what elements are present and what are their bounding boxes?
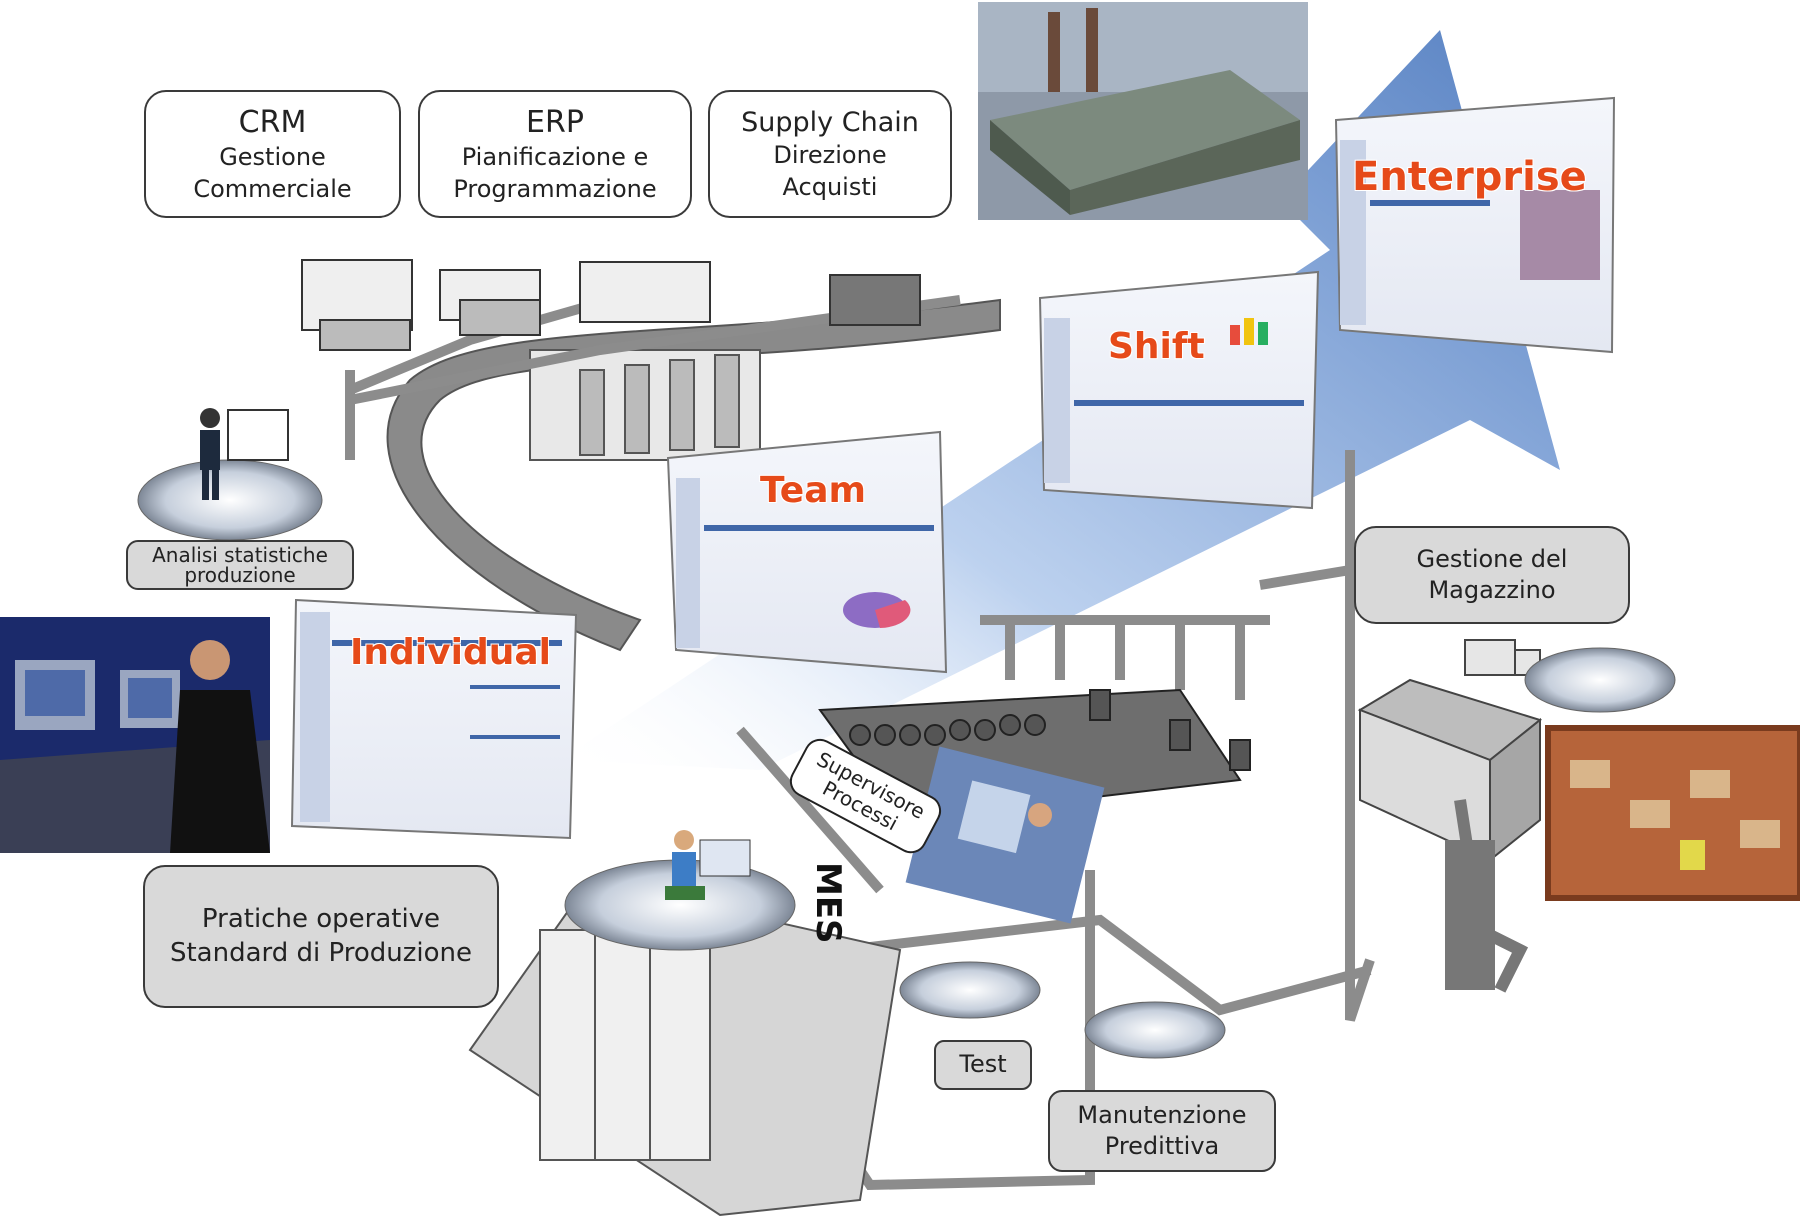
disc-analisi: [137, 459, 323, 541]
manutenzione-line2: Predittiva: [1104, 1132, 1220, 1160]
conveyor-belt: [386, 298, 1001, 652]
crm-title: CRM: [238, 105, 307, 141]
test-label: Test: [959, 1050, 1007, 1079]
manutenzione-box: Manutenzione Predittiva: [1048, 1090, 1276, 1172]
pratiche-box: Pratiche operative Standard di Produzion…: [143, 865, 499, 1008]
screen-title-enterprise: Enterprise: [1352, 154, 1587, 200]
erp-box: ERP Pianificazione e Programmazione: [418, 90, 692, 218]
magazzino-line1: Gestione del: [1416, 544, 1568, 573]
disc-magazzino: [1524, 647, 1676, 713]
supply-chain-box: Supply Chain Direzione Acquisti: [708, 90, 952, 218]
big-blue-arrow: [560, 30, 1560, 770]
supervisor-photo: [905, 746, 1105, 924]
analisi-line1: Analisi statistiche: [152, 543, 328, 567]
screen-individual: [290, 598, 578, 840]
rolling-machines: [818, 688, 1251, 822]
disc-manutenzione: [1084, 1001, 1226, 1059]
magazzino-box: Gestione del Magazzino: [1354, 526, 1630, 624]
screen-title-shift: Shift: [1108, 326, 1205, 367]
screen-title-individual: Individual: [350, 632, 551, 673]
erp-title: ERP: [526, 105, 584, 141]
screen-shift: [1038, 270, 1320, 510]
pratiche-line1: Pratiche operative: [201, 903, 441, 934]
analisi-line2: produzione: [184, 563, 296, 587]
control-room-photo: [0, 617, 270, 853]
pratiche-line2: Standard di Produzione: [169, 937, 473, 968]
warehouse-racks-photo: [1545, 725, 1800, 901]
supply-line2: Acquisti: [782, 172, 878, 201]
factory-picture: [978, 2, 1308, 220]
screen-team: [666, 430, 948, 674]
erp-line2: Programmazione: [453, 174, 657, 203]
crm-box: CRM Gestione Commerciale: [144, 90, 401, 218]
office-scenes: [301, 259, 921, 351]
screen-enterprise: [1334, 96, 1616, 354]
crm-line1: Gestione: [219, 143, 326, 172]
magazzino-line2: Magazzino: [1428, 576, 1556, 604]
warehouse-building: [1357, 678, 1543, 993]
manutenzione-line1: Manutenzione: [1077, 1100, 1247, 1129]
erp-line1: Pianificazione e: [461, 143, 649, 172]
test-box: Test: [934, 1040, 1032, 1090]
presenter-figure: [200, 408, 289, 500]
disc-test: [899, 961, 1041, 1019]
analisi-box: Analisi statistiche produzione: [126, 540, 354, 590]
server-cabinet: [468, 878, 902, 1217]
supply-line1: Direzione: [773, 141, 887, 170]
crm-line2: Commerciale: [193, 174, 352, 203]
supply-title: Supply Chain: [741, 107, 919, 139]
mes-label: MES: [808, 862, 848, 944]
screen-title-team: Team: [760, 470, 866, 511]
mes-operator: [665, 830, 751, 900]
